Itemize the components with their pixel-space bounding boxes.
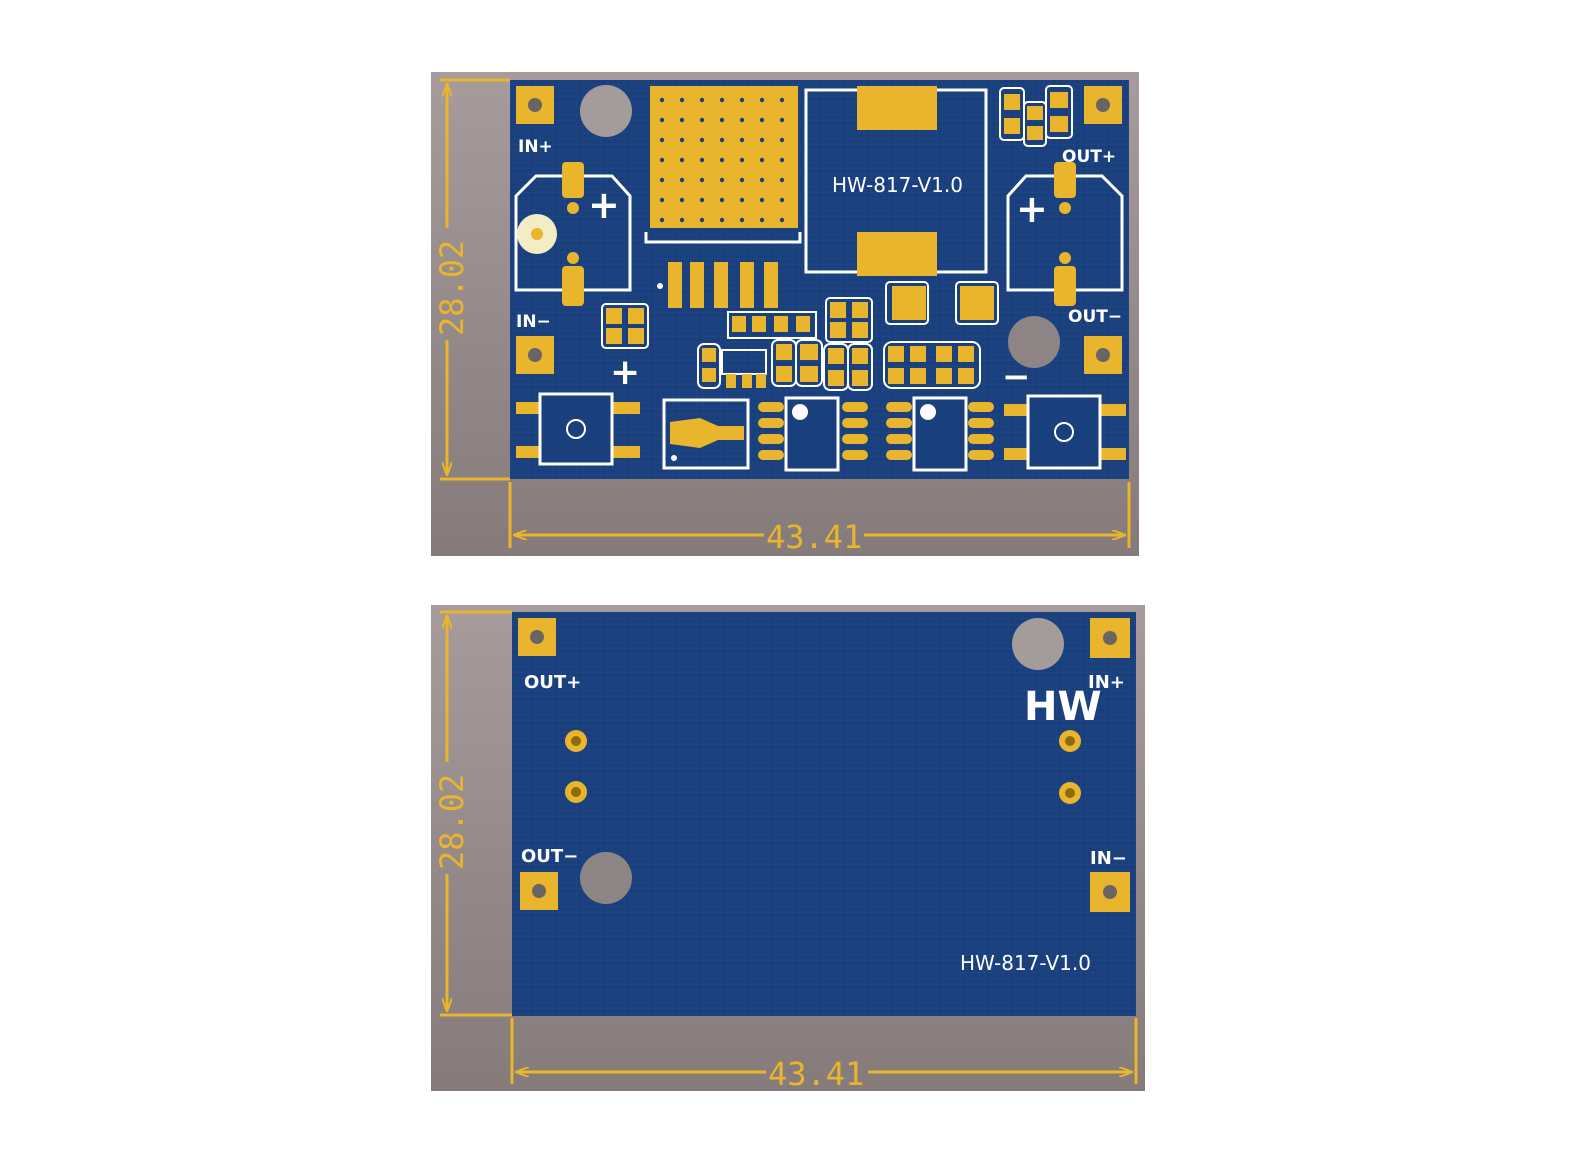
- thermal-via: [679, 177, 685, 183]
- top-board-view: HW-817-V1.0 + + IN+ IN− OUT+ OUT−: [431, 72, 1139, 556]
- thermal-via: [739, 217, 745, 223]
- thermal-via: [679, 137, 685, 143]
- thermal-via: [739, 157, 745, 163]
- smd-cluster: [999, 85, 1073, 147]
- top-height-value: 28.02: [433, 240, 471, 336]
- input-cap-plus: +: [588, 183, 620, 227]
- mount-hole: [1012, 618, 1064, 670]
- bottom-pcb: [512, 612, 1136, 1016]
- bottom-board-view: OUT+ OUT− IN+ IN− HW HW-817-V1.0 28.02 4…: [431, 605, 1145, 1093]
- thermal-via: [759, 217, 765, 223]
- bottom-label-in-plus: IN+: [1088, 672, 1125, 693]
- thermal-via: [759, 137, 765, 143]
- thermal-via: [739, 197, 745, 203]
- brand-logo: HW: [1024, 684, 1102, 730]
- thermal-via: [719, 117, 725, 123]
- thermal-via: [779, 117, 785, 123]
- thermal-via: [659, 197, 665, 203]
- thermal-via: [719, 217, 725, 223]
- thermal-via: [779, 137, 785, 143]
- bottom-model-label: HW-817-V1.0: [960, 951, 1091, 975]
- thermal-via: [739, 97, 745, 103]
- smd-cluster: [697, 297, 873, 391]
- bottom-height-value: 28.02: [433, 774, 471, 870]
- thermal-via: [739, 137, 745, 143]
- smd-cluster: [601, 303, 649, 349]
- thermal-via: [779, 177, 785, 183]
- label-out-plus: OUT+: [1062, 147, 1116, 167]
- thermal-via: [699, 97, 705, 103]
- thermal-via: [739, 117, 745, 123]
- thermal-via: [679, 117, 685, 123]
- switch-ic-pads: [668, 262, 778, 308]
- thermal-via: [719, 137, 725, 143]
- bottom-label-in-minus: IN−: [1090, 848, 1127, 869]
- bottom-width-dimension: 43.41: [510, 1018, 1138, 1093]
- thermal-via: [759, 177, 765, 183]
- thermal-via: [679, 197, 685, 203]
- label-in-minus: IN−: [516, 312, 551, 332]
- mount-hole: [580, 852, 632, 904]
- thermal-via: [659, 137, 665, 143]
- bottom-width-value: 43.41: [768, 1055, 864, 1093]
- minus-mark: −: [1002, 357, 1031, 397]
- thermal-via: [659, 157, 665, 163]
- thermal-via: [679, 157, 685, 163]
- input-capacitor: [514, 174, 632, 292]
- bottom-height-dimension: 28.02: [433, 610, 512, 1017]
- diode: [662, 398, 750, 470]
- top-width-value: 43.41: [766, 518, 862, 556]
- bottom-label-out-plus: OUT+: [524, 672, 581, 693]
- thermal-via: [779, 197, 785, 203]
- output-capacitor: [1006, 174, 1124, 292]
- thermal-via: [719, 177, 725, 183]
- thermal-via: [719, 197, 725, 203]
- thermal-via: [699, 197, 705, 203]
- thermal-via: [779, 217, 785, 223]
- thermal-via: [759, 157, 765, 163]
- thermal-via: [779, 157, 785, 163]
- label-in-plus: IN+: [518, 137, 553, 157]
- thermal-via: [659, 177, 665, 183]
- output-connector: [1004, 394, 1126, 470]
- thermal-via: [759, 117, 765, 123]
- mount-hole: [580, 85, 632, 137]
- ic-soic-1: [758, 396, 868, 472]
- bottom-label-out-minus: OUT−: [521, 846, 578, 867]
- thermal-via: [699, 177, 705, 183]
- thermal-via: [759, 97, 765, 103]
- ic-soic-2: [886, 396, 994, 472]
- label-out-minus: OUT−: [1068, 307, 1122, 327]
- mount-hole: [1008, 316, 1060, 368]
- thermal-via: [699, 117, 705, 123]
- thermal-via: [699, 137, 705, 143]
- thermal-via: [679, 217, 685, 223]
- thermal-via: [659, 97, 665, 103]
- thermal-via: [659, 217, 665, 223]
- thermal-via: [739, 177, 745, 183]
- thermal-via: [779, 97, 785, 103]
- thermal-via: [759, 197, 765, 203]
- thermal-via: [699, 157, 705, 163]
- top-model-label: HW-817-V1.0: [832, 173, 963, 197]
- thermal-via: [719, 157, 725, 163]
- output-cap-plus: +: [1016, 187, 1048, 231]
- top-height-dimension: 28.02: [433, 78, 510, 481]
- plus-mark: +: [610, 352, 640, 393]
- smd-cluster: [883, 281, 999, 389]
- thermal-via: [719, 97, 725, 103]
- inductor-pad: [650, 86, 798, 228]
- thermal-via: [659, 117, 665, 123]
- input-connector: [516, 392, 640, 466]
- top-width-dimension: 43.41: [508, 482, 1131, 556]
- thermal-via: [699, 217, 705, 223]
- thermal-via: [679, 97, 685, 103]
